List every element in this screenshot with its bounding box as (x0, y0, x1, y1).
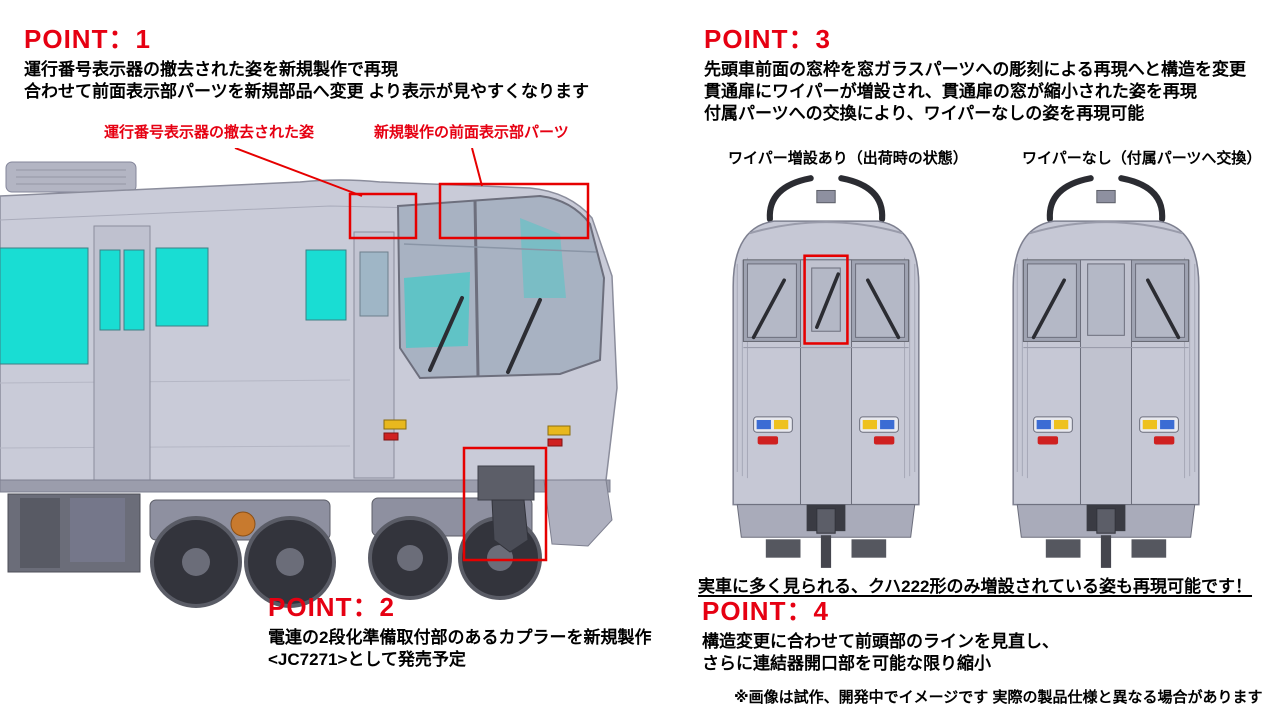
point4-title: POINT：4 (702, 596, 829, 626)
callout-leader-right (471, 148, 483, 187)
point3-title: POINT：3 (704, 24, 831, 54)
point3-line-2: 貫通扉にワイパーが増設され、貫通扉の窓が縮小された姿を再現 (704, 82, 1197, 101)
train-front-illustration-without-wiper (986, 166, 1226, 574)
point3-line-1: 先頭車前面の窓枠を窓ガラスパーツへの彫刻による再現へと構造を変更 (704, 60, 1246, 79)
point1-line-1: 運行番号表示器の撤去された姿を新規製作で再現 (24, 60, 398, 79)
roof-ac-unit (5, 161, 137, 193)
skirt-band (0, 479, 611, 493)
annotation-box-removed-display (348, 192, 418, 240)
front-skirt (543, 479, 613, 547)
passenger-door (93, 225, 151, 481)
side-window-pair (155, 247, 209, 327)
train-side-illustration (0, 148, 618, 608)
coupler (477, 465, 535, 553)
disclaimer-note: ※画像は試作、開発中でイメージです 実際の製品仕様と異なる場合があります (734, 689, 1263, 706)
side-window-small (305, 249, 347, 321)
train-front-illustration-with-wiper (706, 166, 946, 574)
side-window-large (0, 247, 89, 365)
callout-removed-train-number-display: 運行番号表示器の撤去された姿 (104, 124, 315, 141)
cab-windshield (396, 194, 606, 380)
point1-line-2: 合わせて前面表示部パーツを新規部品へ変更 より表示が見やすくなります (24, 82, 590, 101)
point2-section: POINT：2 電連の2段化準備取付部のあるカプラーを新規製作 <JC7271>… (268, 592, 651, 671)
point2-title: POINT：2 (268, 592, 395, 622)
bogie-rear (149, 499, 336, 608)
annotation-box-coupler (462, 446, 548, 562)
wiper-right (506, 298, 542, 374)
underfloor-equipment (7, 493, 141, 573)
point1-title: POINT：1 (24, 24, 151, 54)
callout-leader-left (234, 148, 363, 197)
point2-line-1: 電連の2段化準備取付部のあるカプラーを新規製作 (268, 628, 652, 647)
cab-door (353, 231, 395, 479)
callout-new-front-display-parts: 新規製作の前面表示部パーツ (374, 124, 569, 141)
point4-section: POINT：4 構造変更に合わせて前頭部のラインを見直し、 さらに連結器開口部を… (702, 596, 1059, 675)
annotation-box-front-display-parts (438, 182, 590, 240)
point1-section: POINT：1 運行番号表示器の撤去された姿を新規製作で再現 合わせて前面表示部… (24, 24, 589, 103)
front-view-label-without-wiper: ワイパーなし（付属パーツへ交換） (1022, 150, 1262, 167)
gangway-door-window-large (1087, 263, 1125, 336)
point3-line-3: 付属パーツへの交換により、ワイパーなしの姿を再現可能 (704, 104, 1145, 123)
point2-line-2: <JC7271>として発売予定 (268, 650, 466, 669)
wiper-left (428, 296, 464, 372)
annotation-box-gangway-wiper (803, 254, 849, 345)
point4-line-1: 構造変更に合わせて前頭部のラインを見直し、 (702, 632, 1059, 651)
marker-lights (383, 419, 571, 447)
kuha222-note: 実車に多く見られる、クハ222形のみ増設されている姿も再現可能です！ (698, 577, 1253, 596)
point3-section: POINT：3 先頭車前面の窓枠を窓ガラスパーツへの彫刻による再現へと構造を変更… (704, 24, 1246, 125)
front-view-label-with-wiper: ワイパー増設あり（出荷時の状態） (728, 150, 968, 167)
gangway-wiper (815, 272, 841, 329)
point4-line-2: さらに連結器開口部を可能な限り縮小 (702, 654, 991, 673)
